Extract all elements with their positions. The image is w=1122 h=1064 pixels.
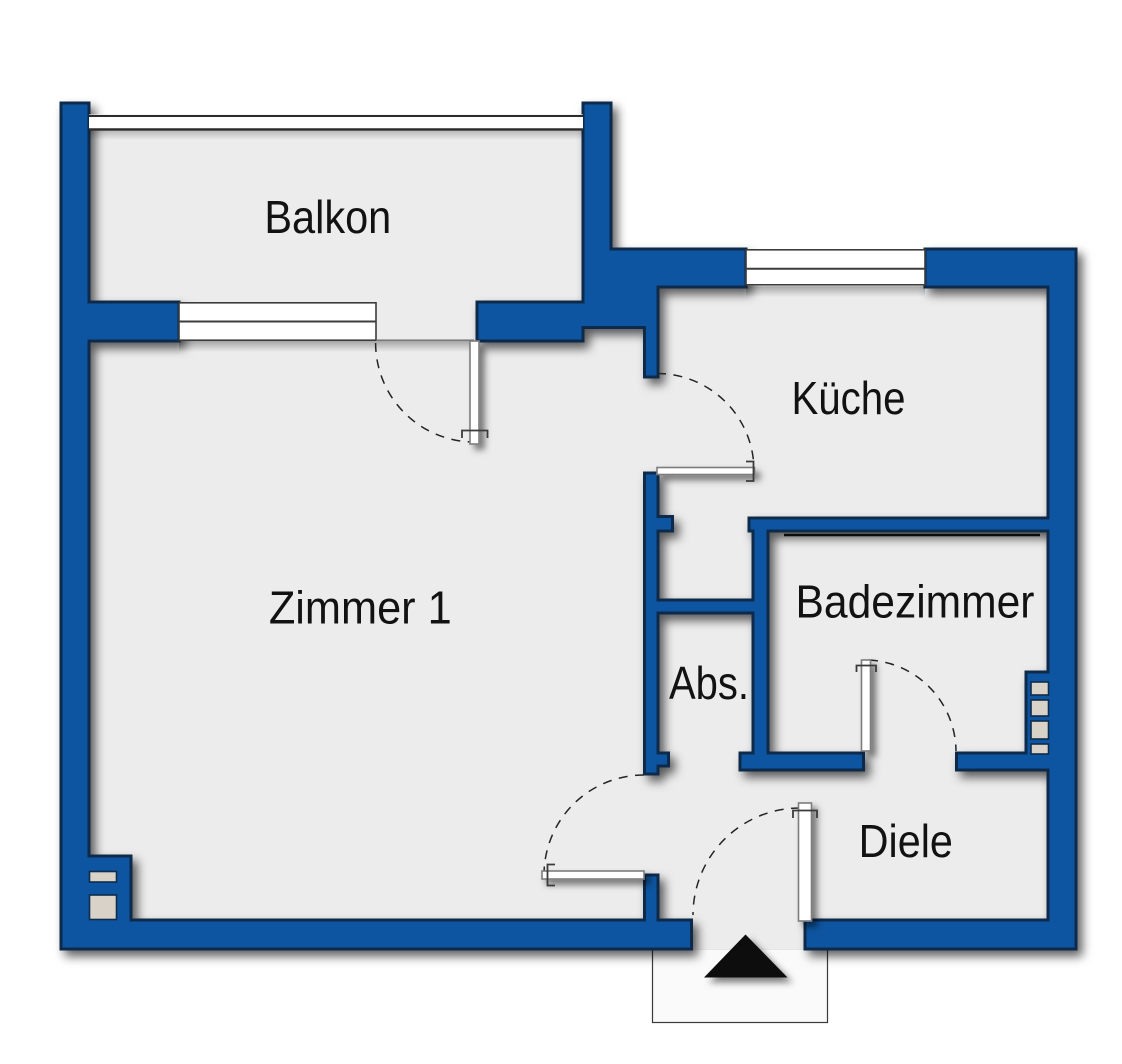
- svg-text:Diele: Diele: [859, 815, 953, 867]
- svg-text:Badezimmer: Badezimmer: [796, 575, 1035, 627]
- svg-text:Abs.: Abs.: [669, 657, 749, 709]
- svg-text:Balkon: Balkon: [264, 191, 391, 243]
- svg-text:Küche: Küche: [791, 372, 905, 424]
- svg-text:Zimmer 1: Zimmer 1: [269, 582, 452, 634]
